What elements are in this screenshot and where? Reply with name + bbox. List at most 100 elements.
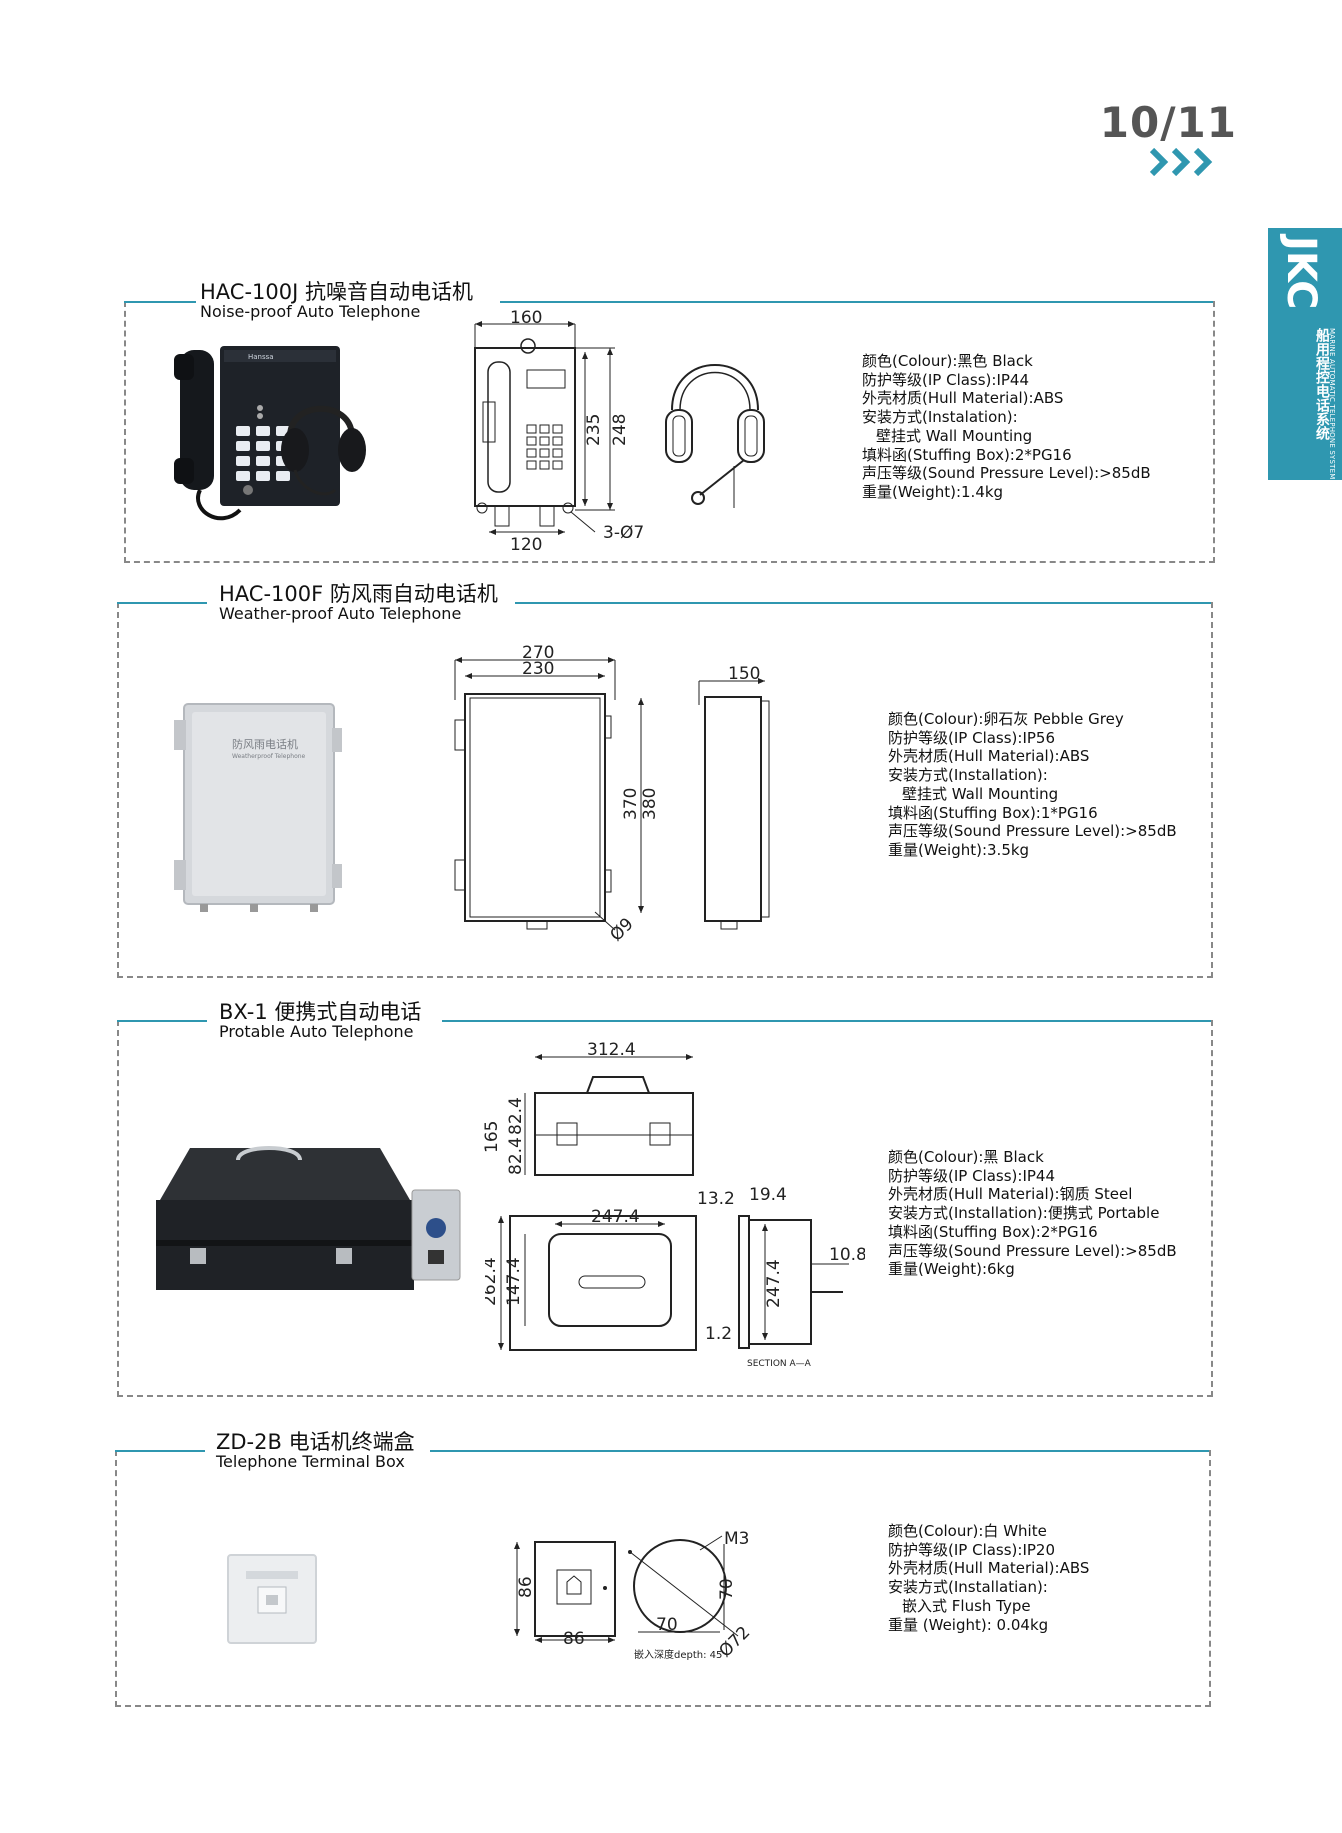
spec-list: 颜色(Colour):黑色 Black 防护等级(IP Class):IP44 … (862, 352, 1151, 502)
spec-ip-class: 防护等级(IP Class):IP20 (888, 1540, 1056, 1559)
spec-installation: 安装方式(Instalation): (862, 408, 1018, 427)
product-photo-portable-case (156, 1146, 461, 1290)
dim-inner-w: 247.4 (591, 1207, 640, 1227)
section-frame (115, 1450, 1211, 1707)
section-rule (500, 301, 1213, 303)
section-subtitle: Weather-proof Auto Telephone (219, 604, 462, 623)
dim-side-b: 19.4 (749, 1185, 787, 1205)
brand-cn: 船用程控电话系统 (1314, 328, 1330, 440)
section-title: HAC-100J 抗噪音自动电话机 (200, 280, 473, 304)
product-photo-weatherproof-box: 防风雨电话机 Weatherproof Telephone (174, 703, 342, 912)
spec-colour: 颜色(Colour):卵石灰 Pebble Grey (888, 710, 1124, 728)
spec-installation-type: 壁挂式 Wall Mounting (876, 426, 1033, 445)
dim-side-a: 13.2 (697, 1189, 735, 1209)
section-rule (117, 602, 207, 604)
side-brand-tab: JKC 船用程控电话系统 MARINE AUTOMATIC TELEPHONE … (1268, 228, 1342, 480)
spec-colour: 颜色(Colour):黑色 Black (862, 352, 1033, 370)
section-title: BX-1 便携式自动电话 (219, 1000, 422, 1024)
dim-w1: 270 (522, 643, 554, 663)
spec-weight: 重量 (Weight): 0.04kg (888, 1615, 1049, 1634)
drawing-front-view: 86 86 (514, 1541, 616, 1649)
spec-hull-material: 外壳材质(Hull Material):ABS (862, 389, 1064, 408)
drawing-section-view: 13.2 19.4 247.4 10.8 1.2 SECTION A—A (697, 1185, 865, 1369)
dim-h1: 235 (584, 414, 604, 446)
spec-hull-material: 外壳材质(Hull Material):钢质 Steel (888, 1185, 1133, 1204)
section-rule (442, 1020, 1211, 1022)
dim-width: 160 (510, 310, 542, 328)
dim-h2: 380 (640, 788, 655, 820)
section-frame (124, 301, 1215, 563)
dim-h: 86 (516, 1576, 536, 1598)
dim-side-d: 1.2 (705, 1324, 732, 1344)
spec-stuffing-box: 填料函(Stuffing Box):2*PG16 (862, 445, 1072, 464)
spec-sound-pressure: 声压等级(Sound Pressure Level):>85dB (888, 1241, 1177, 1260)
photo-label-cn: 防风雨电话机 (232, 737, 298, 751)
section-subtitle: Telephone Terminal Box (216, 1452, 405, 1471)
dim-h1: 370 (621, 788, 641, 820)
section-rule (430, 1450, 1209, 1452)
section-title: HAC-100F 防风雨自动电话机 (219, 582, 498, 606)
spec-ip-class: 防护等级(IP Class):IP56 (888, 728, 1056, 747)
page-number: 10/11 (1099, 98, 1237, 147)
dim-h-top: 82.4 (506, 1097, 526, 1135)
brand-en: MARINE AUTOMATIC TELEPHONE SYSTEM (1328, 328, 1336, 480)
dim-c-w: 70 (656, 1615, 678, 1635)
dim-screw: M3 (724, 1530, 749, 1549)
spec-weight: 重量(Weight):1.4kg (862, 482, 1004, 501)
product-photo-terminal-box (227, 1554, 317, 1644)
spec-list: 颜色(Colour):卵石灰 Pebble Grey 防护等级(IP Class… (888, 710, 1177, 860)
section-title: ZD-2B 电话机终端盒 (216, 1430, 415, 1454)
dim-width: 312.4 (587, 1040, 636, 1060)
section-subtitle: Noise-proof Auto Telephone (200, 302, 421, 321)
dim-c-h: 70 (717, 1578, 737, 1600)
dim-outer-h: 262.4 (485, 1257, 500, 1306)
dim-side-h: 247.4 (764, 1259, 784, 1308)
section-rule (515, 602, 1211, 604)
drawing-front-view: 270 230 370 380 Ø9 (454, 643, 655, 946)
spec-sound-pressure: 声压等级(Sound Pressure Level):>85dB (888, 822, 1177, 841)
section-subtitle: Protable Auto Telephone (219, 1022, 414, 1041)
dim-h: 165 (482, 1121, 502, 1153)
dim-hole: Ø9 (606, 914, 637, 945)
spec-hull-material: 外壳材质(Hull Material):ABS (888, 747, 1090, 766)
depth-note: 嵌入深度depth: 45 (634, 1648, 722, 1661)
spec-list: 颜色(Colour):黑 Black 防护等级(IP Class):IP44 外… (888, 1148, 1177, 1279)
spec-stuffing-box: 填料函(Stuffing Box):1*PG16 (888, 803, 1098, 822)
spec-sound-pressure: 声压等级(Sound Pressure Level):>85dB (862, 464, 1151, 483)
section-rule (117, 1020, 207, 1022)
spec-weight: 重量(Weight):6kg (888, 1260, 1015, 1279)
photo-label-en: Weatherproof Telephone (232, 753, 306, 760)
dim-holes: 3-Ø7 (603, 523, 644, 543)
section-rule (115, 1450, 205, 1452)
section-label: SECTION A—A (747, 1359, 812, 1369)
drawing-headset (665, 364, 765, 508)
dim-w: 86 (563, 1629, 585, 1649)
dim-h2: 248 (610, 414, 630, 446)
drawing-front-view: 247.4 262.4 147.4 (485, 1207, 697, 1351)
spec-installation: 安装方式(Installation): (888, 766, 1048, 785)
dim-h-bot: 82.4 (506, 1137, 526, 1175)
section-frame (117, 1020, 1213, 1397)
dim-side-c: 10.8 (829, 1245, 865, 1265)
dim-bottom: 120 (510, 535, 542, 550)
spec-stuffing-box: 填料函(Stuffing Box):2*PG16 (888, 1222, 1098, 1241)
spec-installation: 安装方式(Installatian): (888, 1578, 1048, 1597)
dim-inner-h: 147.4 (504, 1257, 524, 1306)
section-frame (117, 602, 1213, 978)
spec-installation-type: 嵌入式 Flush Type (902, 1596, 1031, 1615)
spec-hull-material: 外壳材质(Hull Material):ABS (888, 1559, 1090, 1578)
spec-colour: 颜色(Colour):黑 Black (888, 1148, 1044, 1166)
chevron-right-icon (1150, 148, 1213, 176)
brand-logo: JKC (1278, 236, 1324, 310)
spec-installation-type: 壁挂式 Wall Mounting (902, 784, 1059, 803)
spec-ip-class: 防护等级(IP Class):IP44 (888, 1166, 1056, 1185)
spec-colour: 颜色(Colour):白 White (888, 1522, 1047, 1540)
product-photo-telephone: Hanssa (174, 346, 366, 521)
section-rule (124, 301, 196, 303)
spec-ip-class: 防护等级(IP Class):IP44 (862, 370, 1030, 389)
spec-weight: 重量(Weight):3.5kg (888, 840, 1030, 859)
photo-brand: Hanssa (248, 353, 274, 361)
drawing-side-view: 150 (698, 665, 770, 930)
drawing-front-view: 160 235 248 120 3-Ø7 (474, 310, 644, 550)
spec-list: 颜色(Colour):白 White 防护等级(IP Class):IP20 外… (888, 1522, 1089, 1634)
